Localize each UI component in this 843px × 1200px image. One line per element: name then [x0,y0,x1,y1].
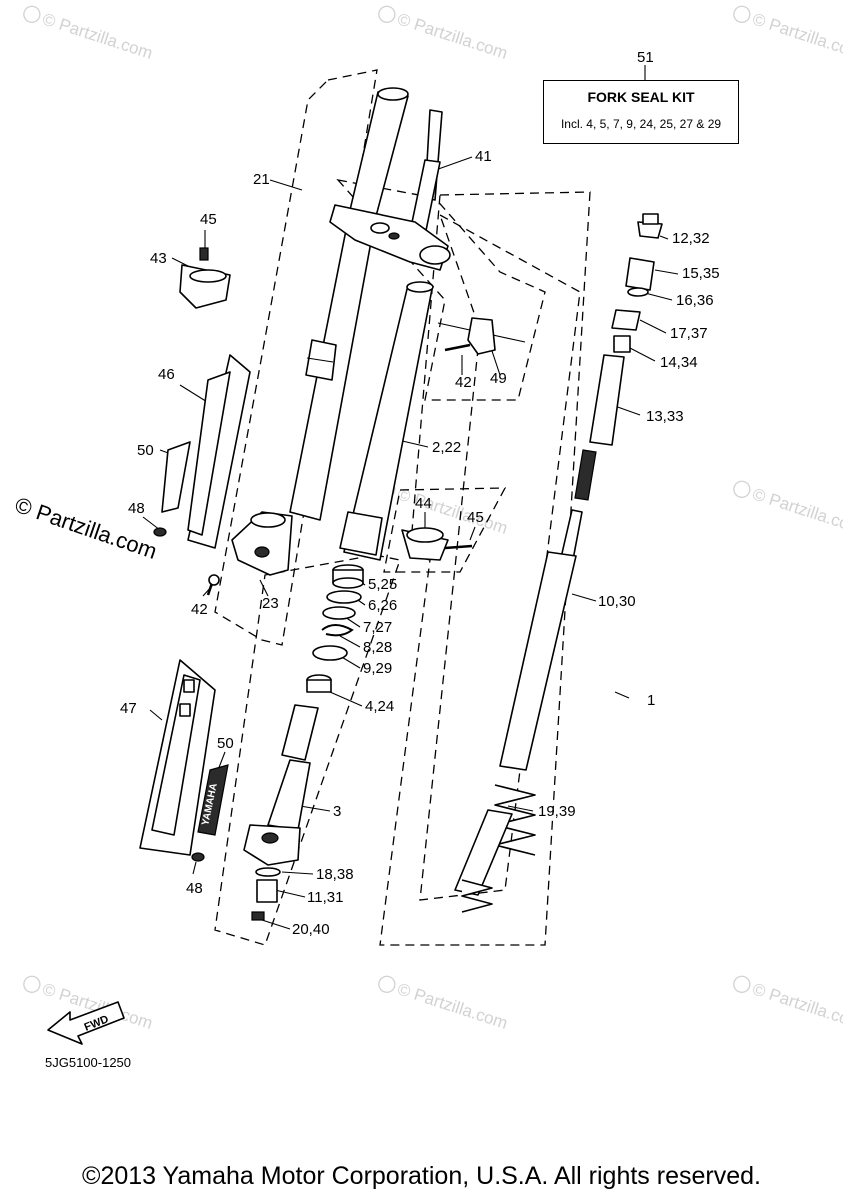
outer-tube [231,87,409,576]
callout-8-28: 8,28 [363,639,392,656]
watermark-text: © Partzilla.com [40,9,155,62]
callout-4-24: 4,24 [365,698,394,715]
outer-tube-group-outline [214,69,378,646]
callout-21: 21 [253,171,270,188]
callout-41: 41 [475,148,492,165]
callout-17-37: 17,37 [670,325,708,342]
clamp-group-outline [383,487,507,573]
callout-44: 44 [415,495,432,512]
inner-tube [339,281,434,561]
callout-46: 46 [158,366,175,383]
callout-20-40: 20,40 [292,921,330,938]
callout-47: 47 [120,700,137,717]
watermark-text: © Partzilla.com [750,979,843,1032]
callout-18-38: 18,38 [316,866,354,883]
lower-leg [243,704,319,866]
callout-12-32: 12,32 [672,230,710,247]
callout-49: 49 [490,370,507,387]
callout-15-35: 15,35 [682,265,720,282]
watermark-text: © Partzilla.com [750,484,843,537]
kit-includes: Incl. 4, 5, 7, 9, 24, 25, 27 & 29 [560,117,722,131]
watermark-text: © Partzilla.com [395,9,510,62]
callout-2-22: 2,22 [432,439,461,456]
base-parts [251,867,281,921]
callout-42: 42 [455,374,472,391]
callout-7-27: 7,27 [363,619,392,636]
watermark-text: © Partzilla.com [750,9,843,62]
callout-42: 42 [191,601,208,618]
callout-16-36: 16,36 [676,292,714,309]
callout-45: 45 [467,509,484,526]
watermark-text: © Partzilla.com [395,979,510,1032]
callout-51: 51 [637,49,654,66]
clamps-and-bolts [153,247,496,862]
kit-title: FORK SEAL KIT [587,89,695,105]
callout-5-25: 5,25 [368,576,397,593]
callout-1: 1 [647,692,655,709]
fork-guard-upper [161,354,251,549]
cartridge-parts [454,213,663,913]
steering-stem [329,109,451,271]
callout-19-39: 19,39 [538,803,576,820]
callout-48: 48 [128,500,145,517]
diagram-code: 5JG5100-1250 [45,1055,132,1070]
fork-guard-lower: YAMAHA [139,659,229,856]
fork-seal-kit-box: FORK SEAL KIT Incl. 4, 5, 7, 9, 24, 25, … [543,80,739,144]
callout-43: 43 [150,250,167,267]
callout-45: 45 [200,211,217,228]
callout-14-34: 14,34 [660,354,698,371]
callout-11-31: 11,31 [307,889,343,906]
callout-50: 50 [137,442,154,459]
callout-13-33: 13,33 [646,408,684,425]
seal-stack [306,564,364,693]
callout-3: 3 [333,803,341,820]
callout-labels: 51 21 41 45 43 12,32 15,35 16,36 17,37 1… [120,49,720,938]
callout-10-30: 10,30 [598,593,636,610]
inner-cartridge-outline [419,213,581,901]
callout-23: 23 [262,595,279,612]
callout-9-29: 9,29 [363,660,392,677]
copyright-notice: ©2013 Yamaha Motor Corporation, U.S.A. A… [82,1162,761,1190]
callout-48: 48 [186,880,203,897]
bracket-group-outline [336,179,546,401]
callout-6-26: 6,26 [368,597,397,614]
callout-50: 50 [217,735,234,752]
